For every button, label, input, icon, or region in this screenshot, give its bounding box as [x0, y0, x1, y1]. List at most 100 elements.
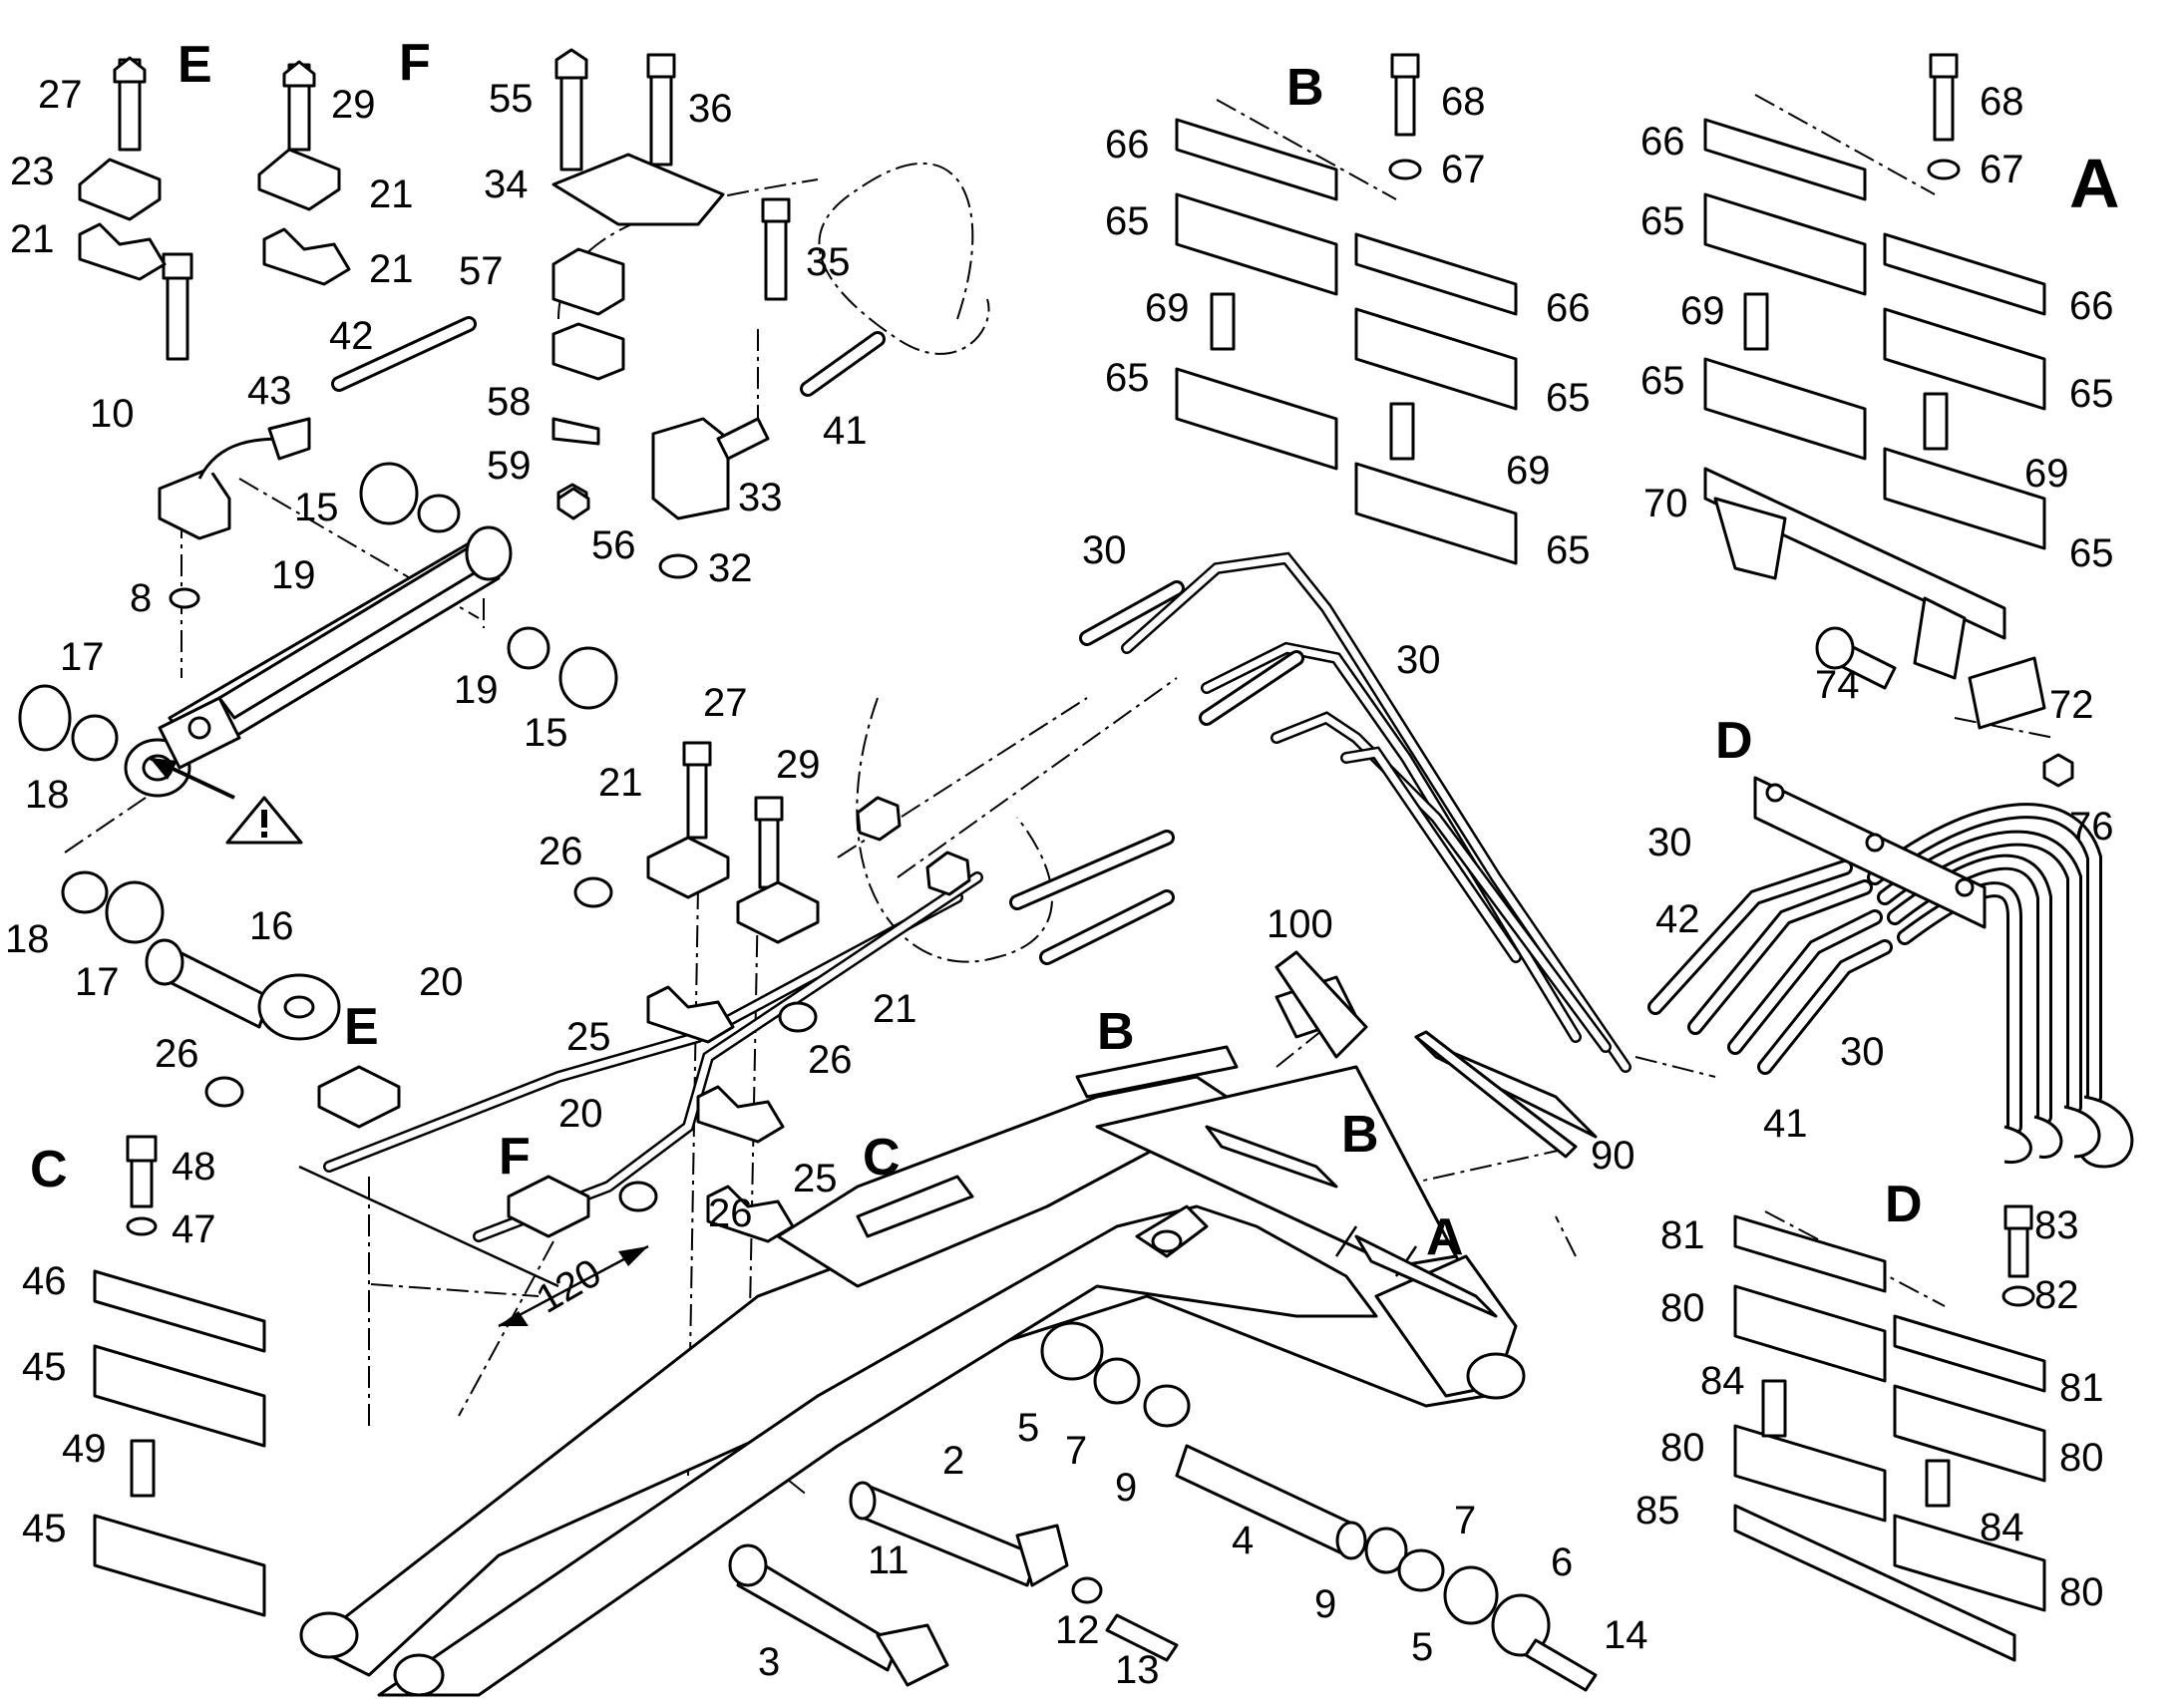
callout: 29	[776, 743, 821, 787]
callout: 21	[369, 247, 414, 291]
callout: 20	[558, 1092, 603, 1136]
callout: 81	[1660, 1213, 1705, 1257]
callout: 81	[2059, 1366, 2104, 1410]
callout: 65	[2069, 372, 2114, 416]
callout: 30	[1082, 528, 1127, 572]
section-letter-d: D	[1715, 712, 1753, 770]
callout-labels: 27 23 21 29 21 21 5 5 36 3 4 57 35 42 43 1…	[5, 73, 2114, 1692]
callout: 4	[1232, 1519, 1254, 1562]
bolts	[113, 48, 2035, 1307]
callout: 80	[1660, 1286, 1705, 1330]
callout: 29	[331, 83, 376, 127]
callout: 82	[2034, 1273, 2079, 1317]
section-letter-f-clamp: F	[499, 1128, 531, 1186]
clamp-stack-A	[1703, 118, 2046, 730]
callout: 68	[1980, 80, 2024, 124]
callout: 42	[329, 314, 374, 358]
callout: 33	[738, 476, 783, 519]
callout: 67	[1980, 148, 2024, 191]
callout: 70	[1643, 482, 1688, 525]
callout: 27	[38, 73, 83, 117]
callout: 47	[172, 1207, 216, 1251]
callout: 21	[598, 761, 643, 805]
callout: 13	[1115, 1648, 1160, 1692]
callout: 7	[1454, 1499, 1476, 1542]
clamp-stack-C	[93, 1269, 266, 1617]
small-clamps	[78, 148, 820, 1243]
boom-assembly	[299, 1065, 1526, 1697]
section-letter-d-clamp: D	[1885, 1176, 1923, 1233]
callout: 65	[2069, 531, 2114, 575]
section-letters: E F B A E F C C B B A D D	[30, 34, 2120, 1266]
callout: 15	[524, 711, 568, 755]
callout: 25	[793, 1157, 838, 1200]
plates	[1274, 950, 1578, 1159]
callout: 43	[247, 369, 292, 413]
callout: 25	[566, 1015, 611, 1059]
callout: 17	[60, 635, 105, 679]
callout: 18	[25, 773, 70, 817]
callout: 32	[708, 546, 753, 590]
callout: 66	[1105, 123, 1150, 167]
clamp-stack-B	[1175, 118, 1518, 565]
callout: 69	[1506, 449, 1551, 493]
section-letter-b: B	[1286, 59, 1324, 117]
section-letter-b-boom: B	[1097, 1003, 1135, 1061]
clamp-block-D	[1753, 776, 1987, 929]
callout: 35	[806, 240, 851, 284]
hydraulic-cylinder	[124, 525, 513, 798]
clamp-stack-D	[1733, 1214, 2046, 1662]
callout: 69	[1145, 286, 1190, 330]
callout: 84	[1700, 1359, 1745, 1403]
callout: 72	[2049, 683, 2094, 727]
callout: 15	[294, 486, 339, 529]
callout: 16	[249, 904, 294, 948]
elbow-fitting	[158, 417, 311, 609]
callout: 6	[1551, 1540, 1573, 1584]
callout: 80	[2059, 1570, 2104, 1614]
callout: 9	[1314, 1582, 1336, 1626]
callout: 66	[2069, 284, 2114, 328]
callout: 26	[708, 1192, 753, 1235]
callout: 65	[1640, 359, 1685, 403]
callout: 10	[90, 392, 135, 436]
callout: 65	[1640, 199, 1685, 243]
section-letter-a-boom: A	[1426, 1208, 1464, 1266]
callout: 11	[868, 1538, 909, 1582]
callout: 69	[1680, 289, 1725, 333]
callout: 80	[2059, 1436, 2104, 1480]
callout: 68	[1441, 80, 1486, 124]
callout: 57	[459, 249, 504, 293]
callout: 18	[5, 917, 50, 961]
callout: 76	[2069, 805, 2114, 849]
callout: 45	[22, 1345, 67, 1389]
callout: 5	[1411, 1625, 1433, 1669]
callout: 100	[1267, 902, 1333, 946]
callout: 9	[1115, 1466, 1137, 1510]
callout: 5	[1017, 1406, 1039, 1450]
callout: 23	[10, 150, 55, 193]
section-letter-f: F	[399, 34, 431, 92]
callout: 21	[369, 172, 414, 216]
callout: 19	[271, 553, 316, 597]
section-letter-e: E	[178, 36, 212, 94]
callout: 46	[22, 1259, 67, 1303]
callout: 14	[1604, 1613, 1648, 1657]
section-letter-e-clamp: E	[344, 998, 379, 1056]
callout: 65	[1105, 199, 1150, 243]
callout: 3	[758, 1640, 780, 1684]
callout: 27	[703, 681, 748, 725]
callout: 30	[1840, 1030, 1885, 1074]
callout: 26	[155, 1032, 199, 1076]
callout: 36	[688, 87, 733, 131]
callout: 26	[808, 1038, 853, 1082]
callout: 69	[2024, 452, 2069, 496]
dimension-120	[298, 1165, 649, 1328]
bracket-block-F	[551, 153, 770, 579]
callout: 19	[454, 668, 499, 712]
callout: 90	[1591, 1134, 1635, 1178]
section-letter-c: C	[30, 1141, 68, 1198]
callout: 66	[1640, 120, 1685, 164]
callout: 26	[539, 830, 583, 873]
callout: 42	[1655, 897, 1700, 941]
